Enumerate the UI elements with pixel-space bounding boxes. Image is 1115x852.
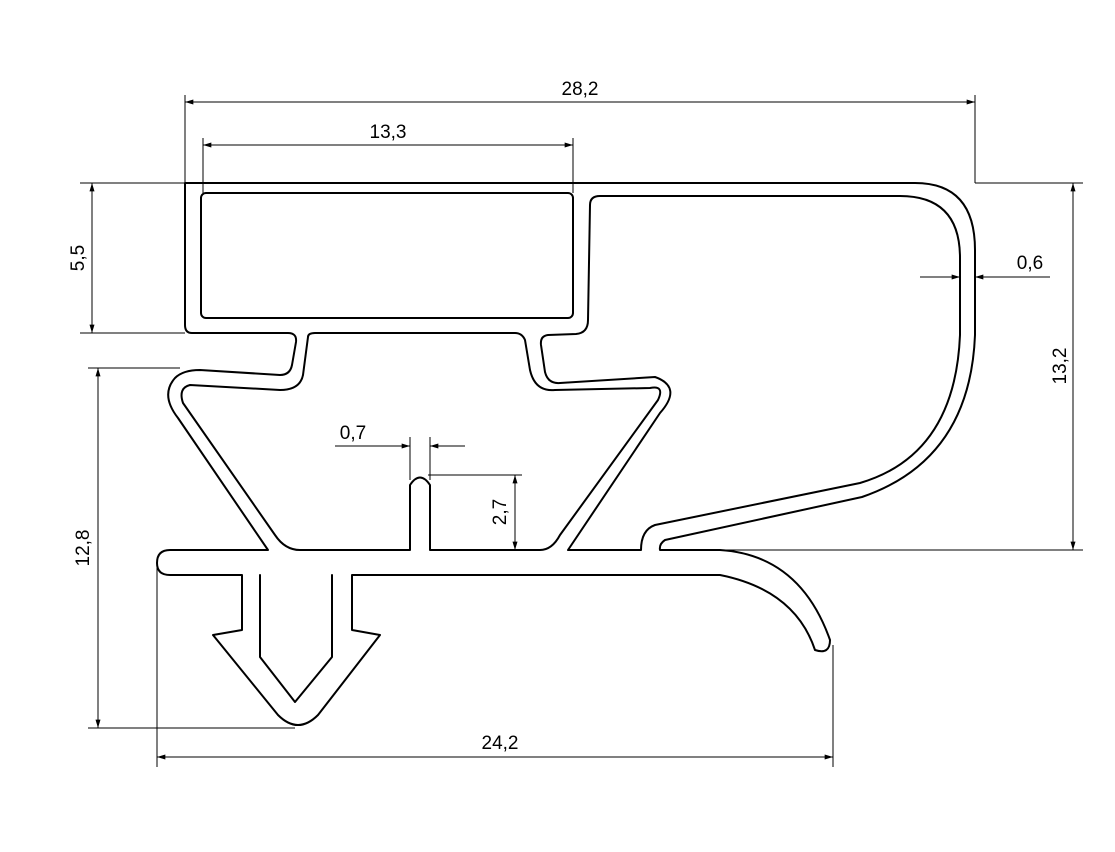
dimension-label: 0,6 (1017, 253, 1043, 274)
dimension-label: 24,2 (482, 733, 519, 754)
dimension-chamber-width: 13,3 (202, 122, 574, 193)
dimension-fin-thickness: 0,7 (335, 423, 465, 480)
dimension-label: 2,7 (490, 499, 511, 525)
anchor-arrow-inner (259, 574, 333, 703)
dimension-base-width: 24,2 (156, 565, 834, 767)
magnet-and-bulb-chamber (539, 195, 961, 551)
dimension-fin-height: 2,7 (428, 474, 522, 551)
upper-chamber (200, 192, 574, 319)
profile-outer-contour (156, 182, 976, 726)
dimension-label: 0,7 (340, 423, 366, 444)
dimension-label: 5,5 (68, 245, 89, 271)
dimension-label: 28,2 (562, 79, 599, 100)
dimension-label: 13,3 (370, 122, 407, 143)
dimension-label: 12,8 (73, 530, 94, 567)
dimension-overall-width: 28,2 (184, 79, 976, 183)
dimension-wall-thickness: 0,6 (920, 253, 1050, 280)
dimension-upper-height: 13,2 (660, 182, 1083, 551)
dimension-chamber-height: 5,5 (68, 182, 185, 334)
dimension-label: 13,2 (1050, 348, 1071, 385)
dimension-lower-height: 12,8 (73, 367, 295, 729)
gasket-profile (156, 182, 976, 726)
bulb-inner-contour (180, 332, 662, 551)
